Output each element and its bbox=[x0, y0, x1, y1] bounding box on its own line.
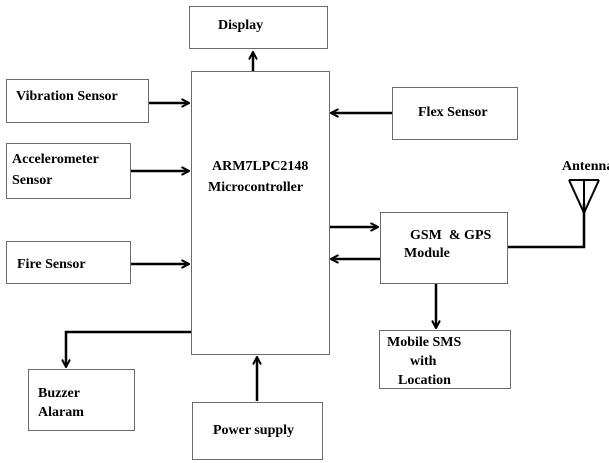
microcontroller-block bbox=[191, 71, 330, 355]
wire-gsm-to-antenna bbox=[508, 203, 586, 249]
vibration-sensor-block bbox=[6, 79, 149, 123]
mobile-sms-label-line1: Mobile SMS bbox=[387, 335, 462, 350]
arrow-mcu-to-buzzer bbox=[66, 330, 191, 367]
antenna-label: Antenna bbox=[562, 159, 609, 174]
mobile-sms-label-line2: with bbox=[410, 354, 437, 369]
flex-sensor-label: Flex Sensor bbox=[418, 105, 488, 120]
vibration-sensor-label: Vibration Sensor bbox=[16, 89, 118, 104]
display-label: Display bbox=[218, 18, 264, 33]
accelerometer-sensor-label-line2: Sensor bbox=[12, 173, 53, 188]
microcontroller-label-line1: ARM7LPC2148 bbox=[212, 159, 309, 174]
gsm-gps-module-label-line2: Module bbox=[404, 246, 450, 261]
flex-sensor-block bbox=[392, 87, 518, 140]
power-supply-block bbox=[192, 402, 323, 460]
power-supply-label: Power supply bbox=[213, 423, 295, 438]
buzzer-alarm-label-line1: Buzzer bbox=[38, 386, 80, 401]
fire-sensor-label: Fire Sensor bbox=[17, 257, 86, 272]
mobile-sms-label-line3: Location bbox=[398, 373, 451, 388]
buzzer-alarm-label-line2: Alaram bbox=[38, 405, 84, 420]
microcontroller-label-line2: Microcontroller bbox=[208, 180, 304, 195]
gsm-gps-module-label-line1: GSM & GPS bbox=[410, 228, 492, 243]
accelerometer-sensor-label-line1: Accelerometer bbox=[12, 152, 99, 167]
gsm-gps-module-block bbox=[380, 212, 508, 284]
display-block bbox=[189, 6, 328, 49]
mobile-sms-block bbox=[379, 330, 511, 389]
accelerometer-sensor-block bbox=[6, 143, 131, 199]
buzzer-alarm-block bbox=[28, 369, 135, 431]
fire-sensor-block bbox=[6, 241, 131, 284]
antenna-icon bbox=[568, 179, 600, 216]
